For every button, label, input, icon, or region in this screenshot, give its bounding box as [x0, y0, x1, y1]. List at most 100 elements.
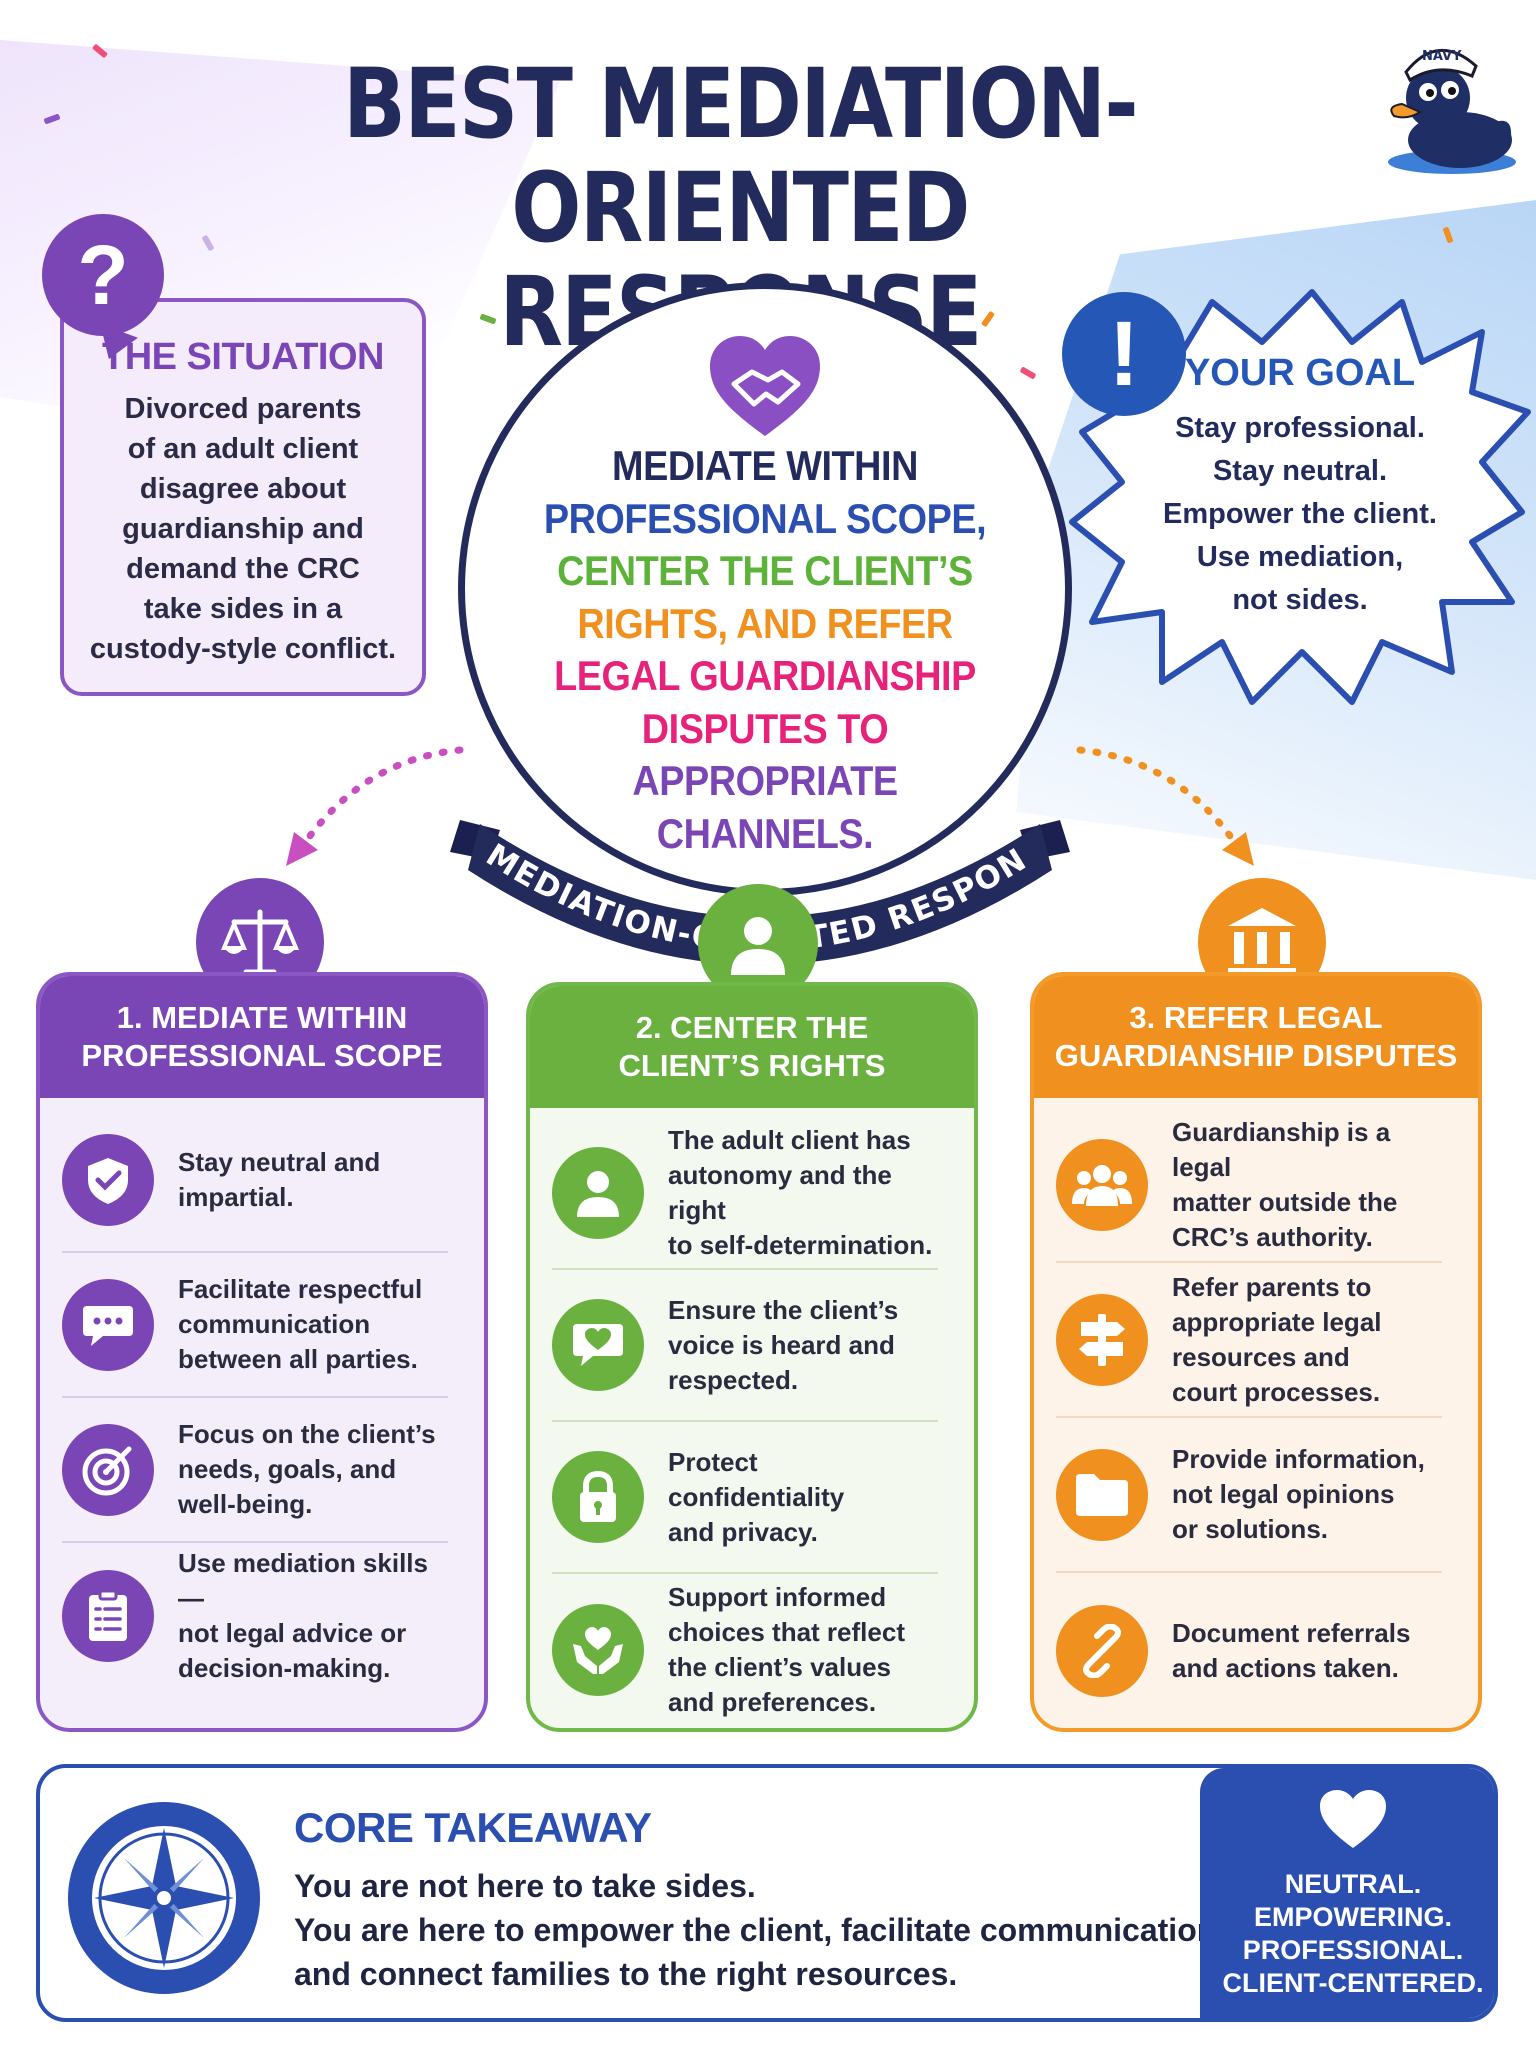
item-line: Provide information,: [1172, 1444, 1425, 1474]
card-heading-line: GUARDIANSHIP DISPUTES: [1054, 1038, 1458, 1073]
mantra-line: EMPOWERING.: [1253, 1902, 1452, 1932]
compass-icon: [68, 1802, 260, 1994]
goal-burst-background: [1069, 289, 1531, 705]
item-line: CRC’s authority.: [1172, 1221, 1373, 1252]
card-heading-line: PROFESSIONAL SCOPE: [81, 1038, 443, 1073]
goal-line: Empower the client.: [1163, 498, 1437, 530]
item-line: not legal advice or: [178, 1617, 407, 1648]
item-line: well-being.: [178, 1489, 313, 1519]
goal-line: Stay professional.: [1175, 412, 1425, 444]
card-heading-line: 1. MEDIATE WITHIN: [116, 1000, 408, 1035]
takeaway-body: You are not here to take sides. You are …: [294, 1864, 1234, 1996]
hands-heart-icon: [552, 1604, 644, 1696]
item-line: to self-determination.: [668, 1230, 933, 1260]
takeaway-heading: CORE TAKEAWAY: [294, 1804, 652, 1851]
list-item: Provide information, not legal opinions or…: [1056, 1418, 1442, 1573]
card-heading-line: 3. REFER LEGAL: [1129, 1000, 1383, 1035]
item-line: Facilitate respectful: [178, 1274, 423, 1304]
item-line: Refer parents to: [1172, 1271, 1372, 1302]
item-line: or solutions.: [1172, 1514, 1328, 1544]
center-line: MEDIATE WITHIN: [612, 442, 918, 489]
situation-text: Divorced parents of an adult client disa…: [88, 389, 398, 669]
item-text: The adult client has autonomy and the rig…: [668, 1123, 938, 1263]
item-line: autonomy and the right: [668, 1160, 892, 1225]
list-item: Use mediation skills— not legal advice or…: [62, 1543, 448, 1688]
center-line: CENTER THE CLIENT’S: [557, 547, 973, 594]
item-line: needs, goals, and: [178, 1454, 397, 1484]
list-item: The adult client has autonomy and the rig…: [552, 1118, 938, 1270]
clipboard-icon: [62, 1569, 154, 1662]
exclamation-icon: !: [1062, 292, 1186, 416]
goal-line: not sides.: [1232, 584, 1368, 616]
item-line: decision-making.: [178, 1652, 391, 1683]
item-line: The adult client has: [668, 1125, 911, 1155]
item-line: Ensure the client’s: [668, 1294, 899, 1325]
item-line: resources and: [1172, 1341, 1350, 1372]
item-line: respected.: [668, 1364, 799, 1395]
item-text: Ensure the client’s voice is heard and res…: [668, 1293, 898, 1398]
item-line: Use mediation skills—: [178, 1547, 428, 1613]
situation-line: guardianship and: [122, 513, 364, 545]
heart-chat-icon: [552, 1299, 644, 1391]
situation-line: Divorced parents: [124, 393, 362, 425]
mantra-badge: NEUTRAL. EMPOWERING. PROFESSIONAL. CLIEN…: [1200, 1768, 1494, 2018]
item-line: communication: [178, 1309, 371, 1339]
center-line: LEGAL GUARDIANSHIP: [554, 652, 976, 699]
folder-icon: [1056, 1448, 1148, 1541]
navy-duck-mascot-icon: NAVY: [1388, 49, 1516, 174]
item-line: the client’s values: [668, 1652, 892, 1682]
card-heading-line: 2. CENTER THE: [635, 1010, 869, 1045]
item-line: and privacy.: [668, 1516, 818, 1547]
item-line: and actions taken.: [1172, 1652, 1399, 1683]
item-line: impartial.: [178, 1181, 294, 1212]
situation-panel: THE SITUATION Divorced parents of an adu…: [60, 298, 426, 696]
user-icon: [552, 1147, 644, 1239]
item-text: Use mediation skills— not legal advice or…: [178, 1546, 448, 1686]
target-icon: [62, 1423, 154, 1516]
takeaway-line: and connect families to the right resour…: [294, 1956, 958, 1992]
center-line: PROFESSIONAL SCOPE,: [543, 494, 987, 542]
item-line: not legal opinions: [1172, 1479, 1395, 1509]
shield-check-icon: [62, 1133, 154, 1226]
confetti: [1019, 366, 1037, 380]
goal-heading: YOUR GOAL: [1184, 352, 1416, 394]
situation-line: custody-style conflict.: [89, 633, 397, 665]
mantra-line: CLIENT-CENTERED.: [1222, 1968, 1484, 1998]
center-line: APPROPRIATE: [632, 757, 898, 804]
item-line: Guardianship is a legal: [1172, 1116, 1391, 1182]
takeaway-line: You are not here to take sides.: [294, 1868, 756, 1904]
mantra-line: NEUTRAL.: [1284, 1869, 1422, 1899]
takeaway-line: You are here to empower the client, faci…: [294, 1912, 1226, 1948]
core-takeaway-panel: CORE TAKEAWAY You are not here to take s…: [36, 1764, 1498, 2022]
duck-cap-text: NAVY: [1422, 49, 1462, 64]
item-line: choices that reflect: [668, 1617, 905, 1647]
signpost-icon: [1056, 1293, 1148, 1386]
title-line-1: BEST MEDIATION-ORIENTED: [343, 48, 1139, 264]
situation-line: of an adult client: [127, 433, 359, 465]
center-line: RIGHTS, AND REFER: [577, 599, 953, 647]
heart-handshake-icon: [710, 336, 820, 436]
dotted-arrow-left: [286, 746, 464, 866]
situation-line: disagree about: [139, 473, 347, 505]
item-line: voice is heard and: [668, 1329, 895, 1360]
situation-line: take sides in a: [143, 593, 343, 625]
